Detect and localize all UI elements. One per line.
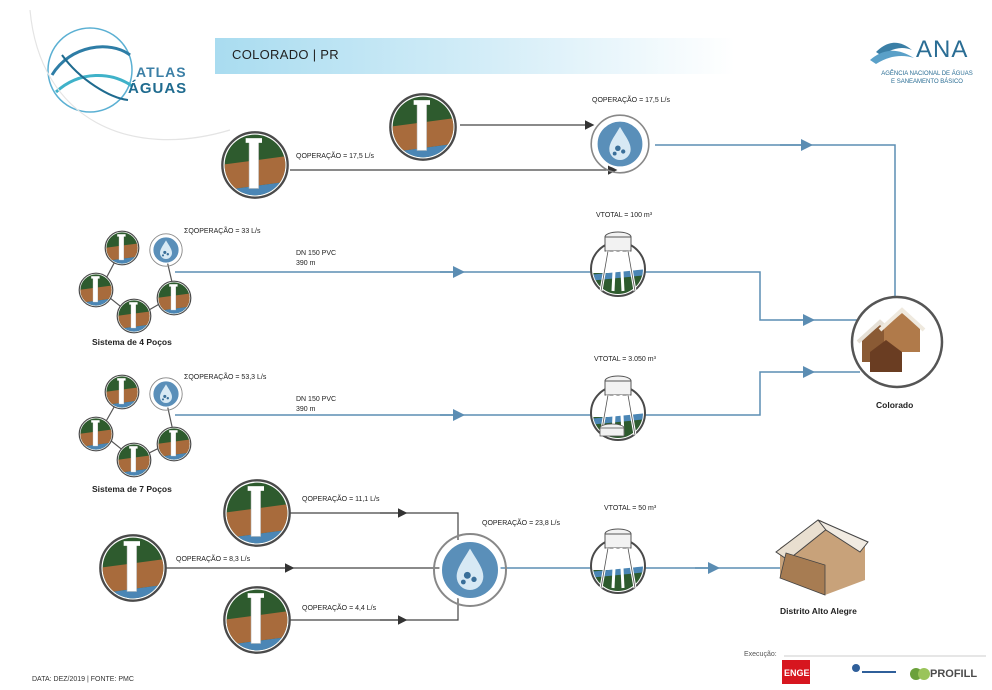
engecorps-logo-text: ENGECORPS bbox=[784, 668, 842, 678]
city-label: Colorado bbox=[876, 400, 914, 410]
ana-logo bbox=[870, 42, 914, 64]
pipe-length-label: 390 m bbox=[296, 260, 316, 267]
district-house-icon bbox=[775, 519, 869, 596]
district-label: Distrito Alto Alegre bbox=[780, 606, 857, 616]
atlas-logo bbox=[29, 9, 231, 141]
flow-label: QOPERAÇÃO = 17,5 L/s bbox=[296, 153, 375, 160]
city-icon bbox=[850, 295, 944, 389]
pipe-spec-label: DN 150 PVC bbox=[296, 250, 337, 257]
footer-date-source: DATA: DEZ/2019 | FONTE: PMC bbox=[32, 676, 134, 683]
flow-sum-label: ΣQOPERAÇÃO = 53,3 L/s bbox=[184, 374, 267, 381]
flow-label: QOPERAÇÃO = 23,8 L/s bbox=[482, 520, 561, 527]
volume-label: VTOTAL = 100 m³ bbox=[596, 212, 653, 219]
well-icon bbox=[78, 272, 114, 308]
treatment-icon bbox=[432, 532, 508, 608]
well-icon bbox=[222, 585, 292, 655]
header-band bbox=[215, 38, 735, 74]
well-icon bbox=[220, 130, 290, 200]
ana-logo-subtitle-1: AGÊNCIA NACIONAL DE ÁGUAS bbox=[881, 71, 973, 77]
well-icon bbox=[116, 442, 152, 478]
page-title: COLORADO | PR bbox=[232, 47, 339, 62]
water-tower-icon bbox=[588, 529, 648, 600]
volume-label: VTOTAL = 3.050 m³ bbox=[594, 356, 656, 363]
ana-logo-name: ANA bbox=[916, 36, 969, 63]
well-icon bbox=[98, 533, 168, 603]
well-icon bbox=[104, 230, 140, 266]
system-label: Sistema de 7 Poços bbox=[92, 484, 172, 494]
pipe-spec-label: DN 150 PVC bbox=[296, 396, 337, 403]
well-icon bbox=[156, 280, 192, 316]
flow-label: QOPERAÇÃO = 11,1 L/s bbox=[302, 496, 380, 503]
pipe-length-label: 390 m bbox=[296, 406, 316, 413]
engecorps-logo bbox=[782, 660, 810, 684]
profill-logo bbox=[910, 668, 930, 680]
well-icon bbox=[78, 416, 114, 452]
atlas-logo-word1: ATLAS bbox=[136, 64, 187, 80]
profill-logo-text: PROFILL bbox=[930, 668, 978, 680]
reservoir-tower-icon bbox=[588, 376, 648, 447]
well-icon bbox=[116, 298, 152, 334]
water-tower-icon bbox=[588, 232, 648, 303]
lbf-logo bbox=[852, 664, 896, 673]
atlas-logo-word2: ÁGUAS bbox=[128, 80, 188, 97]
well-icon bbox=[104, 374, 140, 410]
well-icon bbox=[156, 426, 192, 462]
flow-label: QOPERAÇÃO = 4,4 L/s bbox=[302, 605, 377, 612]
flow-sum-label: ΣQOPERAÇÃO = 33 L/s bbox=[184, 228, 261, 235]
treated-pipe-top bbox=[655, 144, 896, 300]
execution-label: Execução: bbox=[744, 651, 777, 658]
ana-logo-subtitle-2: E SANEAMENTO BÁSICO bbox=[891, 79, 963, 85]
treatment-icon bbox=[149, 233, 183, 267]
flow-label: QOPERAÇÃO = 17,5 L/s bbox=[592, 97, 671, 104]
treatment-icon bbox=[149, 377, 183, 411]
well-icon bbox=[222, 478, 292, 548]
well-icon bbox=[388, 92, 458, 162]
volume-label: VTOTAL = 50 m³ bbox=[604, 505, 657, 512]
flow-label: QOPERAÇÃO = 8,3 L/s bbox=[176, 556, 251, 563]
treatment-icon bbox=[590, 114, 650, 174]
system-label: Sistema de 4 Poços bbox=[92, 337, 172, 347]
